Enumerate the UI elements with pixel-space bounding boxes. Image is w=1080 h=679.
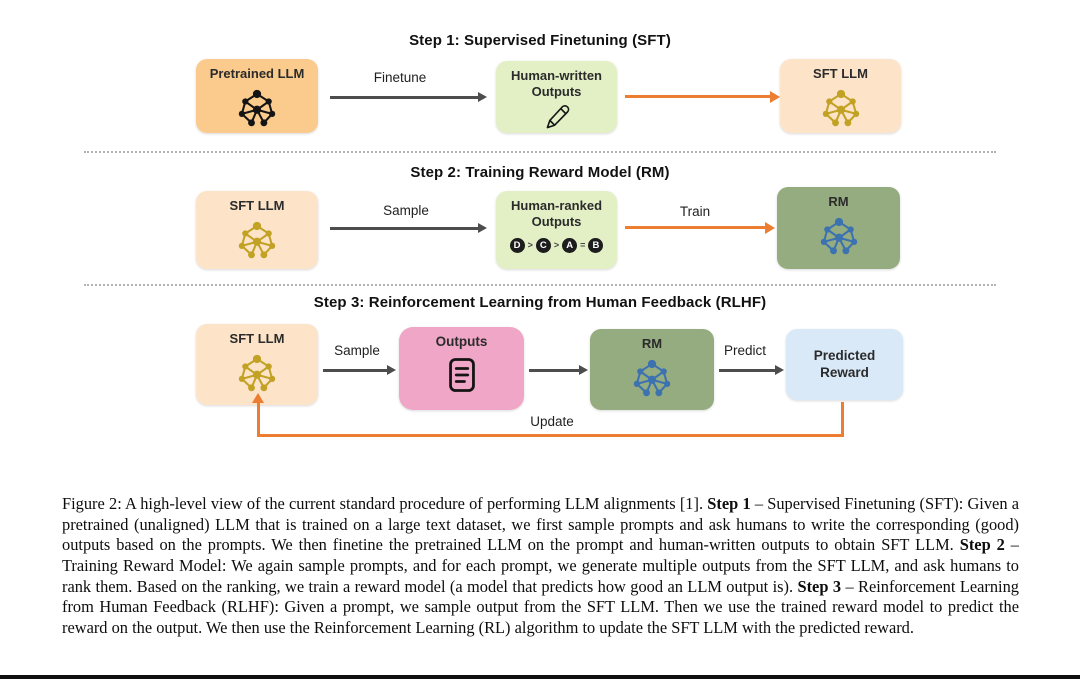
update-arrow-label: Update xyxy=(530,414,574,429)
page-bottom-border xyxy=(0,675,1080,679)
rank-op-2: > xyxy=(553,240,560,250)
sft-llm-box-step1: SFT LLM xyxy=(780,59,901,133)
pencil-icon xyxy=(546,104,569,128)
sft-llm-label-step1: SFT LLM xyxy=(813,66,868,81)
rm-network-icon-step3 xyxy=(632,359,672,398)
caption-part-6: – Reinforcement Learning from Human Feed… xyxy=(62,576,1019,638)
document-icon xyxy=(448,357,475,392)
finetune-arrow-label: Finetune xyxy=(373,70,427,85)
step1-title: Step 1: Supervised Finetuning (SFT) xyxy=(409,32,671,49)
sample-arrow-step2 xyxy=(330,227,478,230)
pretrained-llm-network-icon xyxy=(237,89,277,128)
finetune-arrow xyxy=(330,96,478,99)
human-written-outputs-label: Human-written Outputs xyxy=(511,68,602,100)
step1-step2-separator xyxy=(84,151,996,153)
human-ranked-outputs-box: Human-ranked Outputs D > C > A = B xyxy=(496,191,617,269)
sft-llm-network-icon-step1 xyxy=(821,89,860,128)
caption-step3-bold: Step 3 xyxy=(797,576,842,596)
outputs-box: Outputs xyxy=(399,327,524,410)
sft-llm-box-step3: SFT LLM xyxy=(196,324,318,405)
caption-part-2: – Supervised Finetuning (SFT): Given a p… xyxy=(62,494,1019,555)
rank-circle-d: D xyxy=(509,237,525,253)
caption-part-0: Figure 2: A high-level view of the curre… xyxy=(62,494,708,513)
rank-circle-a: A xyxy=(562,237,578,253)
step2-step3-separator xyxy=(84,284,996,286)
ranking-sequence: D > C > A = B xyxy=(509,237,604,253)
human-written-outputs-box: Human-written Outputs xyxy=(496,61,617,133)
pretrained-llm-box: Pretrained LLM xyxy=(196,59,318,133)
train-arrow-label: Train xyxy=(679,204,711,219)
train-arrow xyxy=(625,226,765,229)
predicted-reward-box: Predicted Reward xyxy=(786,329,903,400)
pretrained-llm-label: Pretrained LLM xyxy=(209,66,305,81)
figure-caption: Figure 2: A high-level view of the curre… xyxy=(62,494,1019,639)
sft-llm-label-step2: SFT LLM xyxy=(229,198,285,213)
predict-arrow xyxy=(719,369,775,372)
sft-llm-network-icon-step2 xyxy=(237,221,277,260)
outputs-to-sft-arrow xyxy=(625,95,770,98)
rm-label-step2: RM xyxy=(828,194,849,209)
human-ranked-outputs-label: Human-ranked Outputs xyxy=(510,198,603,230)
rank-op-3: = xyxy=(580,240,586,250)
rm-label-step3: RM xyxy=(641,336,663,351)
sample-arrow-label-step3: Sample xyxy=(334,343,380,358)
step2-title: Step 2: Training Reward Model (RM) xyxy=(410,164,670,181)
caption-part-4: – Training Reward Model: We again sample… xyxy=(62,535,1019,596)
step3-title: Step 3: Reinforcement Learning from Huma… xyxy=(313,294,767,311)
caption-step1-bold: Step 1 xyxy=(707,494,751,513)
sample-arrow-label-step2: Sample xyxy=(383,203,429,218)
outputs-to-rm-arrow xyxy=(529,369,579,372)
predict-arrow-label: Predict xyxy=(723,343,767,358)
caption-step2-bold: Step 2 xyxy=(959,535,1005,555)
sft-llm-label-step3: SFT LLM xyxy=(229,331,285,346)
rank-circle-b: B xyxy=(588,237,604,253)
rm-box-step3: RM xyxy=(590,329,714,410)
rm-network-icon-step2 xyxy=(819,217,858,256)
sft-llm-box-step2: SFT LLM xyxy=(196,191,318,269)
outputs-label: Outputs xyxy=(435,334,488,349)
rm-box-step2: RM xyxy=(777,187,900,269)
rank-circle-c: C xyxy=(535,237,551,253)
predicted-reward-label: Predicted Reward xyxy=(813,347,876,380)
update-feedback-arrow xyxy=(252,393,844,437)
rank-op-1: > xyxy=(527,240,533,250)
sample-arrow-step3 xyxy=(323,369,387,372)
sft-llm-network-icon-step3 xyxy=(237,354,277,393)
